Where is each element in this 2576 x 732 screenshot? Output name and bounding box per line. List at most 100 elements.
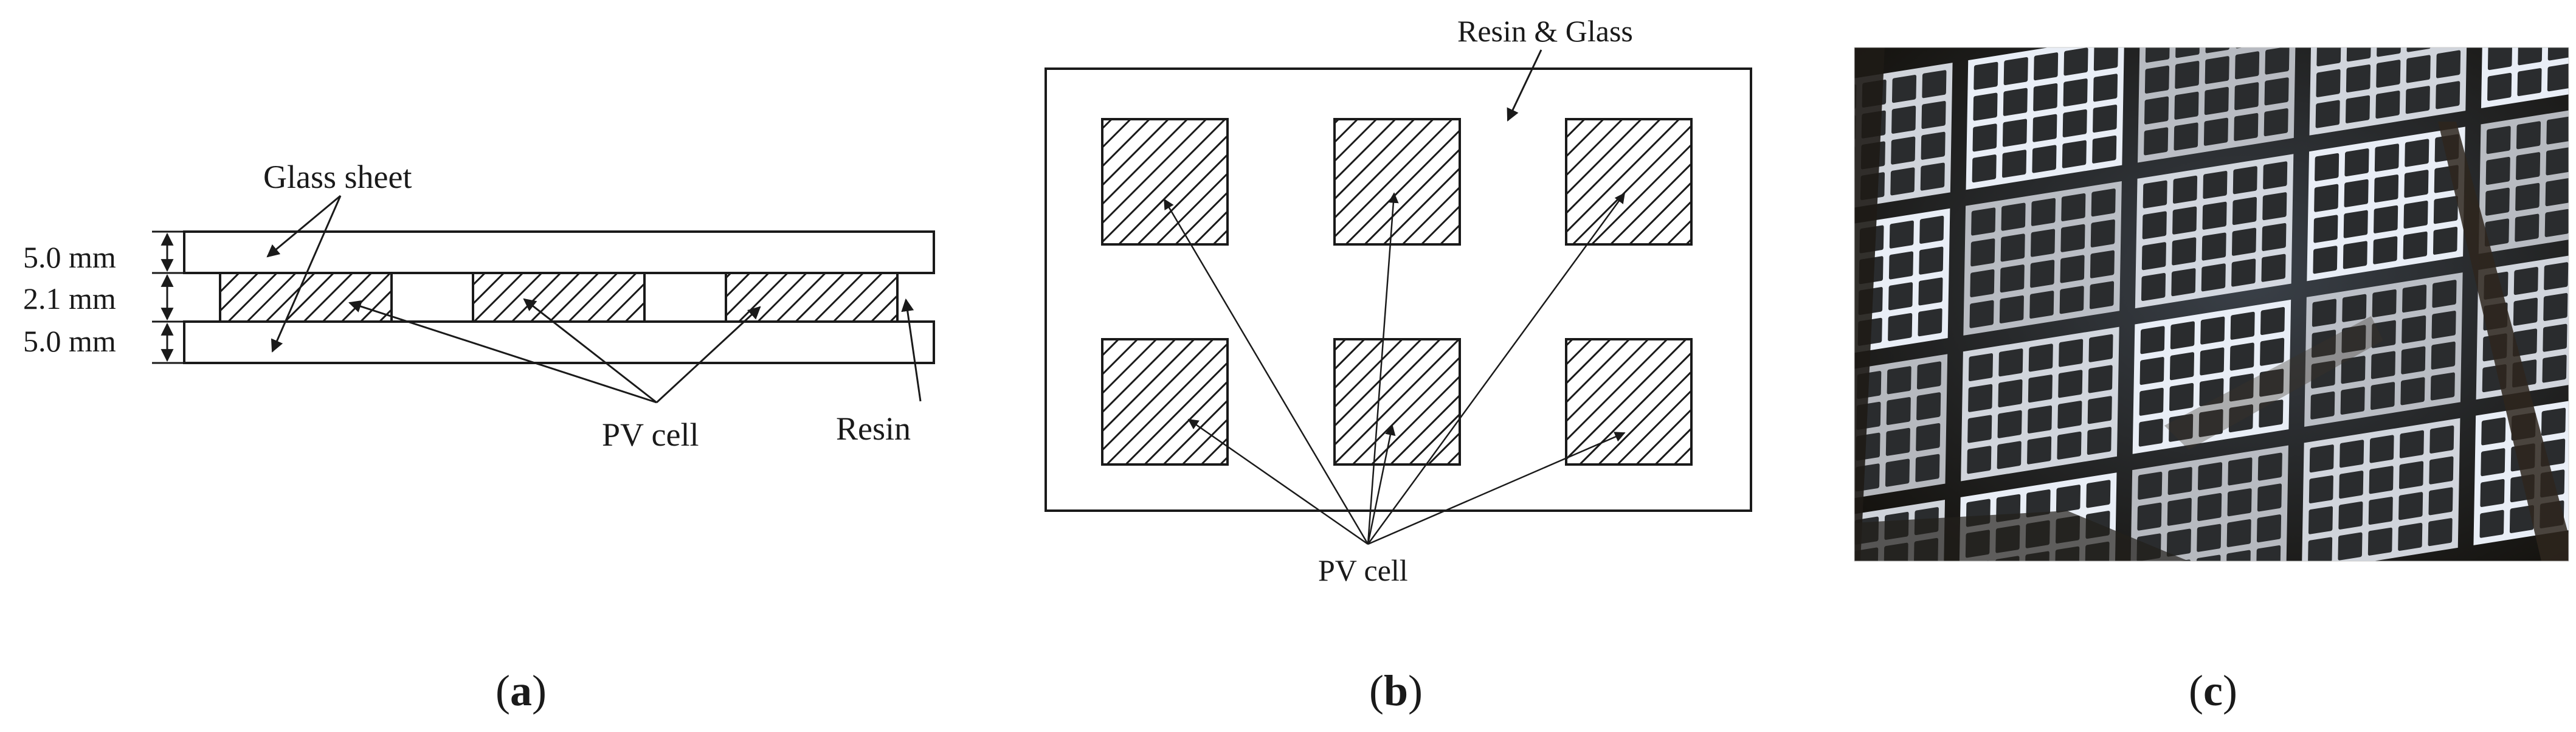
photo-cell	[2376, 60, 2401, 88]
dimension-label-middle: 2.1 mm	[23, 281, 116, 316]
pv-cell-leaders-a	[348, 298, 761, 404]
photo-cell	[2175, 47, 2200, 58]
photo-cell	[1826, 406, 1851, 435]
photo-cell	[2374, 205, 2398, 233]
photo-cell	[1888, 313, 1913, 342]
photo-cell	[1681, 636, 1705, 665]
photo-cell	[2059, 286, 2084, 314]
photo-cell	[2479, 509, 2504, 538]
photo-cell	[2265, 15, 2290, 44]
photo-cell	[2198, 462, 2223, 491]
photo-cell	[1828, 291, 1853, 320]
photo-cell	[2260, 337, 2285, 366]
photo-cell	[2093, 47, 2118, 71]
photo-cell	[2197, 493, 2222, 522]
photo-cell	[2436, 50, 2461, 78]
photo-cell	[2262, 192, 2287, 221]
photo-cell	[2342, 294, 2367, 322]
glass-sheet-leaders	[266, 195, 342, 353]
photo-cell	[2062, 109, 2087, 137]
photo-cell	[1621, 646, 1645, 674]
photo-cell	[2544, 262, 2569, 291]
photo-cell	[2175, 61, 2200, 89]
photo-cell	[1854, 146, 1856, 174]
photo-cell	[2139, 387, 2164, 416]
photo-cell	[2317, 7, 2341, 36]
photo-cell	[2547, 47, 2569, 61]
photo-cell	[2028, 375, 2053, 403]
photo-cell	[2343, 241, 2367, 269]
photo-cell	[2234, 112, 2259, 141]
photo-cell	[2430, 372, 2455, 401]
photo-cell	[2200, 316, 2225, 345]
photo-cell	[1798, 327, 1822, 356]
pv-module-photo	[1615, 0, 2569, 682]
photo-cell	[2000, 233, 2025, 262]
photo-cell	[2400, 377, 2425, 406]
photo-cell	[2262, 223, 2287, 251]
photo-module	[2481, 47, 2569, 109]
photo-cell	[2231, 258, 2256, 287]
photo-cell	[2399, 430, 2424, 458]
photo-cell	[2377, 0, 2402, 26]
photo-cell	[1797, 411, 1821, 440]
photo-cell	[2201, 263, 2226, 292]
photo-cell	[2343, 210, 2368, 238]
photo-cell	[2398, 461, 2424, 489]
photo-cell	[2310, 391, 2335, 420]
photo-cell	[2487, 72, 2512, 101]
photo-cell	[1829, 230, 1854, 258]
photo-cell	[1890, 167, 1915, 196]
photo-cell	[1794, 557, 1818, 585]
photo-cell	[2030, 260, 2055, 288]
photo-cell	[1972, 123, 1997, 152]
photo-cell	[2093, 105, 2118, 133]
photo-cell	[2339, 440, 2364, 468]
photo-cell	[2403, 201, 2428, 229]
glass-sheet-label: Glass sheet	[263, 159, 412, 195]
photo-cell	[2257, 483, 2282, 512]
photo-module	[1615, 527, 1773, 682]
photo-cell	[2315, 100, 2340, 128]
photo-cell	[2144, 127, 2169, 156]
photo-cell	[2056, 485, 2081, 513]
photo-cell	[2371, 351, 2396, 379]
photo-cell	[2401, 346, 2426, 375]
photo-cell	[2485, 187, 2510, 216]
photo-cell	[2203, 117, 2228, 146]
photo-cell	[1742, 596, 1766, 624]
photo-cell	[2512, 328, 2538, 357]
photo-cell	[1970, 269, 1995, 297]
dimension-label-bottom: 5.0 mm	[23, 324, 116, 358]
pv-cell-top-5	[1333, 338, 1461, 466]
panel-b-top-view: Resin & Glass PV cell (b)	[1045, 14, 1752, 715]
photo-cell	[2092, 135, 2117, 164]
photo-cell	[2265, 47, 2290, 75]
photo-cell	[1889, 220, 1914, 249]
photo-cell	[2139, 357, 2164, 385]
photo-cell	[1793, 618, 1817, 647]
photo-cell	[2428, 518, 2453, 547]
photo-cell	[1964, 592, 1989, 620]
photo-cell	[2257, 452, 2282, 481]
photo-cell	[2033, 83, 2058, 111]
photo-cell	[2202, 201, 2227, 230]
photo-cell	[1622, 584, 1646, 612]
photo-cell	[2032, 145, 2057, 173]
photo-cell	[2235, 51, 2260, 80]
photo-cell	[1799, 266, 1823, 294]
photo-cell	[2226, 519, 2251, 547]
photo-cell	[2091, 188, 2116, 217]
photo-cell	[2263, 108, 2288, 137]
photo-cell	[2235, 47, 2260, 49]
photo-cell	[2368, 497, 2393, 525]
photo-cell	[2027, 436, 2052, 464]
photo-cell	[2341, 325, 2366, 353]
photo-cell	[2172, 206, 2197, 235]
photo-cell	[1853, 609, 1877, 638]
pv-cell-top-1	[1101, 118, 1229, 246]
photo-cell	[2371, 320, 2396, 348]
photo-cell	[2345, 95, 2371, 123]
photo-cell	[2260, 307, 2285, 336]
